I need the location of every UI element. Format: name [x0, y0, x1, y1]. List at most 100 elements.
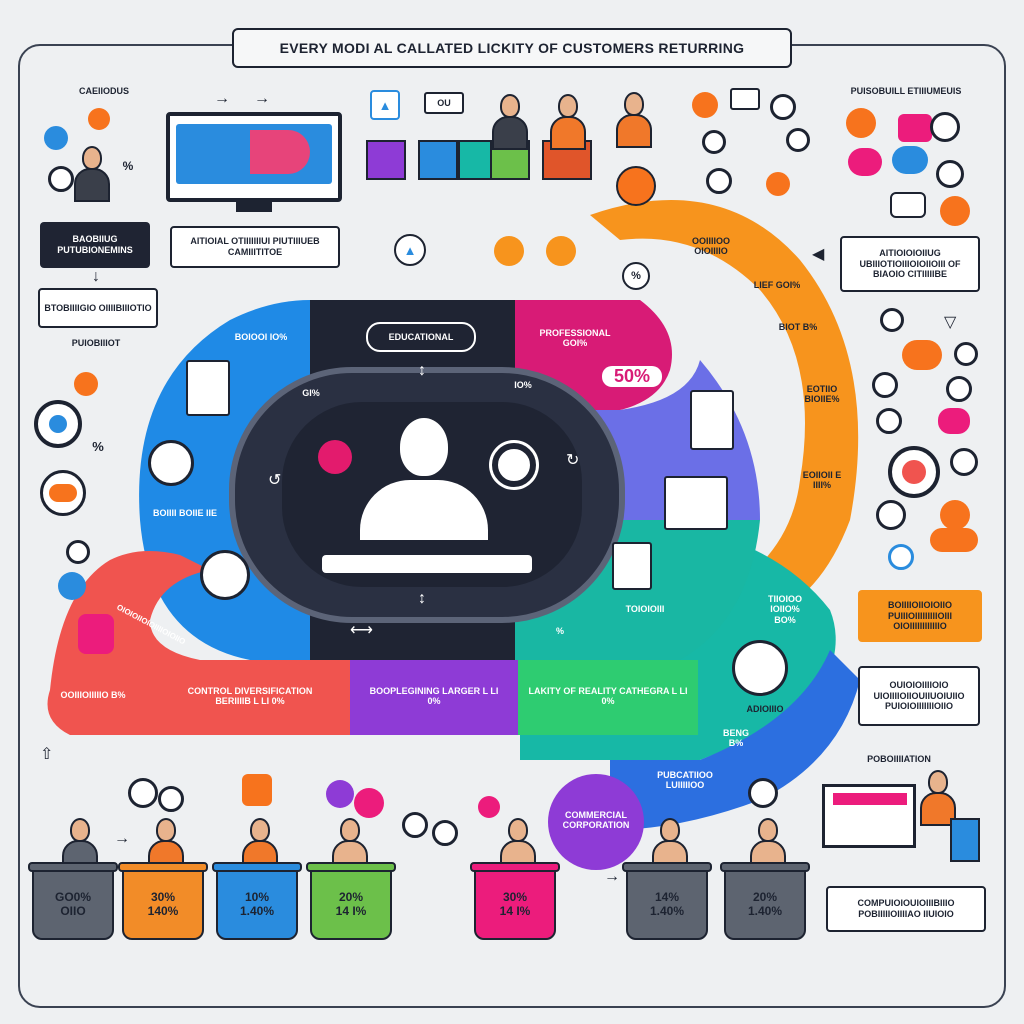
- teal-segment-text: TOIOIOIII: [625, 604, 665, 614]
- right-box-1: AITIOIOIOIIUG UBIIIOTIOIIIOIOIIOIII OF B…: [840, 236, 980, 292]
- bucket-value: 10%: [244, 889, 270, 904]
- bucket-subvalue: 140%: [147, 904, 179, 918]
- red-band: [47, 551, 350, 735]
- flask-icon: ▲: [394, 234, 426, 266]
- right-box-4-text: COMPUIOIOUIOIIIBIIIO POBIIIIIOIIIIAO IIU…: [857, 898, 955, 919]
- left-pct-sign-2: %: [92, 439, 104, 454]
- bucket-subvalue: 14 I%: [335, 904, 367, 918]
- ring-pct-right: IO%: [514, 380, 532, 390]
- percent-icon: %: [622, 262, 650, 290]
- ring-pct-left: GI%: [302, 388, 320, 398]
- badge-icon: [242, 774, 272, 806]
- bucket-subvalue: 1.40%: [239, 904, 275, 918]
- blue-dot-icon: [58, 572, 86, 600]
- left-heading: CAEIIODUS: [78, 86, 129, 96]
- orange-arc-text-2: LIEF GOI%: [753, 280, 801, 290]
- orange-arc-text-4: EOTIIO BIOIIE%: [804, 384, 840, 405]
- monitor-caption: AITIOIAL OTIIIIIIIUI PIUTIIIUEB CAMIIITI…: [190, 236, 320, 257]
- small-target-icon: [880, 308, 904, 332]
- person-icon: [72, 146, 112, 202]
- orange-arc-text-3: BIOT B%: [778, 322, 818, 332]
- right-box-1-text: AITIOIOIOIIUG UBIIIOTIOIIIOIOIIOIII OF B…: [859, 247, 961, 280]
- target-icon: [930, 112, 960, 142]
- left-pct-sign: %: [122, 159, 134, 173]
- right-box-2-text: BOIIIIOIIOIOIIO PUIIIOIIIIIIIIIOIII OIOI…: [887, 599, 952, 632]
- clipboard-icon: [690, 390, 734, 450]
- person-icon: [748, 818, 788, 874]
- right-box-2: BOIIIIOIIOIOIIO PUIIIOIIIIIIIIIOIII OIOI…: [858, 590, 982, 642]
- bucket: 30%140%: [118, 862, 208, 940]
- page-title: EVERY MODI AL CALLATED LICKITY OF CUSTOM…: [279, 40, 745, 56]
- orange-dot-icon: [692, 92, 718, 118]
- ring-icon: [40, 470, 86, 516]
- pill-icon: [930, 528, 978, 552]
- monitor-stand: [236, 200, 272, 212]
- target-icon: [936, 160, 964, 188]
- teal-arc-text-1: TIIOIOO IOIIO% BO%: [767, 594, 802, 625]
- target-icon: [34, 400, 82, 448]
- red-band-mid-text: CONTROL DIVERSIFICATION BERIIIIB L LI 0%: [187, 686, 313, 707]
- bucket: 30%14 I%: [470, 862, 560, 940]
- green-band: [518, 660, 698, 735]
- arrow-icon: →: [254, 90, 270, 107]
- teal-arc-text-3: BENG B%: [722, 728, 749, 749]
- ring-pct-mid: %: [555, 626, 564, 636]
- document-icon: [186, 360, 230, 416]
- small-target-icon: [954, 342, 978, 366]
- bucket-value: 30%: [150, 889, 176, 904]
- bucket-subvalue: 1.40%: [649, 904, 685, 918]
- gear-icon: [492, 443, 536, 487]
- orange-dot-icon: [940, 196, 970, 226]
- small-target-icon: [888, 544, 914, 570]
- document-icon: [612, 542, 652, 590]
- gear-icon: [402, 812, 428, 838]
- arrow-icon: →: [214, 90, 230, 107]
- window-icon: [732, 640, 788, 696]
- blue-dot-icon: [44, 126, 68, 150]
- bucket-value: 14%: [654, 889, 680, 904]
- bucket-value: 30%: [502, 889, 528, 904]
- podium-blue: [418, 140, 458, 180]
- left-label: PUIOBIIIOT: [71, 338, 121, 348]
- left-box-1-text: BAOBIIUG PUTUBIONEMINS: [57, 234, 133, 255]
- orange-arc: [590, 200, 859, 620]
- pill-icon: [892, 146, 928, 174]
- arrow-icon: ↕: [418, 362, 426, 379]
- small-target-icon: [706, 168, 732, 194]
- pink-dot-icon: [478, 796, 500, 818]
- orange-ball-icon: [616, 166, 656, 206]
- bucket-subvalue: OIIO: [60, 904, 86, 918]
- triangle-icon: ▲: [370, 90, 400, 120]
- purple-band-text: BOOPLEGINING LARGER L LI 0%: [369, 686, 499, 707]
- keyboard-icon: [322, 555, 532, 573]
- bucket: 14%1.40%: [622, 862, 712, 940]
- orange-dot-icon: [74, 372, 98, 396]
- left-box-1: BAOBIIUG PUTUBIONEMINS: [40, 222, 150, 268]
- orange-dot-icon: [766, 172, 790, 196]
- bucket: 10%1.40%: [212, 862, 302, 940]
- target-icon: [48, 166, 74, 192]
- gear-icon: [354, 788, 384, 818]
- bucket-value: GO0%: [54, 889, 91, 904]
- bucket: GO0%OIIO: [28, 862, 118, 940]
- small-target-icon: [702, 130, 726, 154]
- magenta-percent: 50%: [602, 366, 662, 387]
- orange-dot-icon: [88, 108, 110, 130]
- bucket-value: 20%: [338, 889, 364, 904]
- small-target-icon: [876, 408, 902, 434]
- target-icon: [876, 500, 906, 530]
- green-band-text: LAKITY OF REALITY CATHEGRA L LI 0%: [528, 686, 688, 707]
- orange-arc-text-5: EOIIOII E IIII%: [802, 470, 842, 491]
- top-bar-tag: [424, 92, 464, 114]
- tag-icon: [890, 192, 926, 218]
- pill-icon: [938, 408, 970, 434]
- bucket-rim: [306, 862, 396, 872]
- small-target-icon: [66, 540, 90, 564]
- left-box-2: BTOBIIIIGIO OIIIIBIIIOTIO: [38, 288, 158, 328]
- arrow-icon: ↺: [268, 472, 282, 489]
- avatar-icon: [200, 550, 250, 600]
- orange-dot-icon: [940, 500, 970, 530]
- person-icon: [548, 94, 588, 150]
- arrow-icon: ⇧: [40, 746, 54, 763]
- small-target-icon: [786, 128, 810, 152]
